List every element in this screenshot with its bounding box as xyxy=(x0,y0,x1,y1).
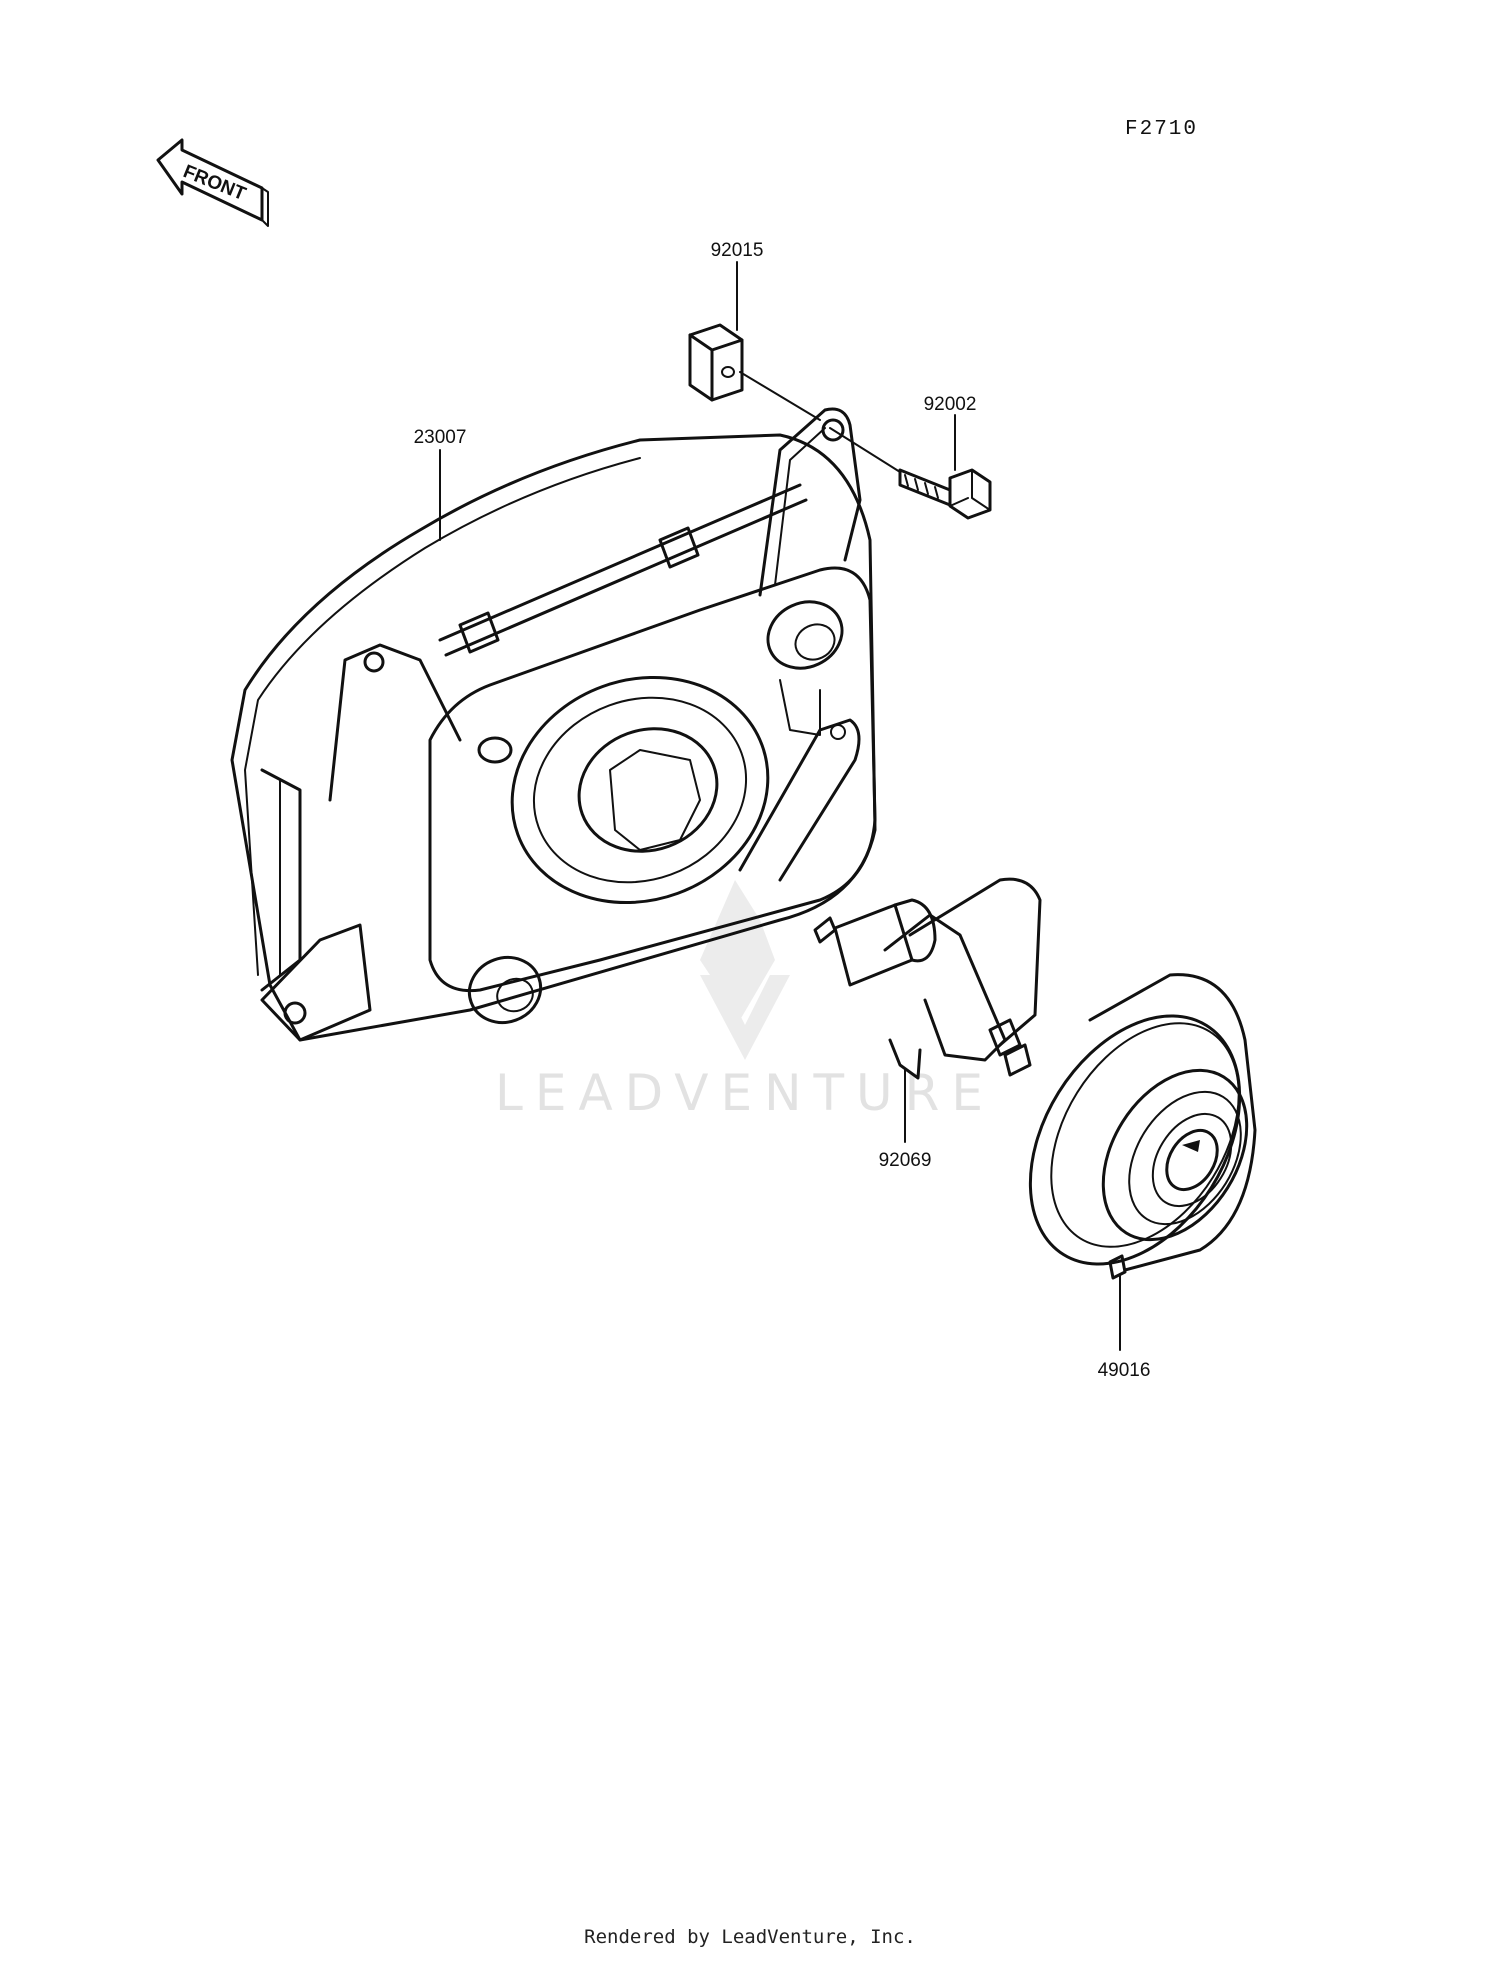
part-92002-bolt xyxy=(898,468,992,520)
watermark-text: LEADVENTURE xyxy=(495,1064,995,1122)
part-label-49016: 49016 xyxy=(1098,1360,1151,1381)
footer-credit: Rendered by LeadVenture, Inc. xyxy=(584,1926,916,1948)
part-23007-headlight-housing xyxy=(230,407,877,1042)
watermark-logo xyxy=(700,880,790,1060)
part-49016-dust-cover xyxy=(1028,973,1257,1280)
figure-code: F2710 xyxy=(1125,118,1198,141)
part-92015-clip-nut xyxy=(688,323,744,402)
part-label-92002: 92002 xyxy=(924,394,977,415)
part-label-92069: 92069 xyxy=(879,1150,932,1171)
part-label-23007: 23007 xyxy=(414,427,467,448)
part-label-92015: 92015 xyxy=(711,240,764,261)
part-92069-bulb xyxy=(813,877,1042,1080)
watermark: LEADVENTURE xyxy=(495,880,995,1122)
front-arrow-icon: FRONT xyxy=(156,138,269,227)
